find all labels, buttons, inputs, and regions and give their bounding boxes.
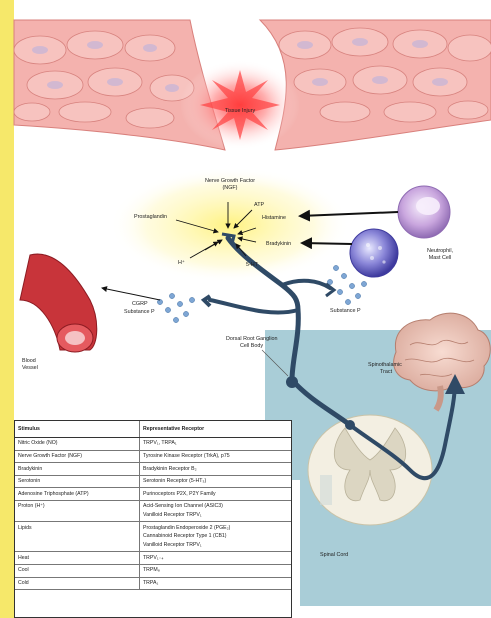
- drg-cell-body: [286, 376, 298, 388]
- ngf-label-1: Nerve Growth Factor: [205, 178, 255, 184]
- dorsal-horn-synapse: [345, 420, 355, 430]
- receptor-cell: TRPA₁: [140, 577, 292, 590]
- stimulus-cell: Nitric Oxide (NO): [15, 438, 140, 451]
- stimulus-receptor-table: Stimulus Representative Receptor Nitric …: [14, 420, 292, 618]
- ngf-label-2: (NGF): [223, 185, 238, 191]
- table-row: BradykininBradykinin Receptor B₂: [15, 463, 291, 476]
- mast-cell: [350, 229, 398, 277]
- stimulus-cell: Serotonin: [15, 475, 140, 488]
- receptor-table: Stimulus Representative Receptor Nitric …: [15, 421, 291, 590]
- blood-vessel: [20, 254, 97, 352]
- spinal-cord-label: Spinal Cord: [320, 552, 348, 558]
- stimulus-cell: Lipids: [15, 522, 140, 552]
- receptor-cell: Serotonin Receptor (5-HT₃): [140, 475, 292, 488]
- vessel-arrow: [102, 288, 160, 300]
- receptor-cell: Tyrosine Kinase Receptor (TrkA), p75: [140, 450, 292, 463]
- bradykinin-arrow: [302, 243, 352, 244]
- table-row: CoolTRPM₈: [15, 565, 291, 578]
- stimulus-cell: Proton (H⁺): [15, 500, 140, 521]
- stimulus-cell: Cold: [15, 577, 140, 590]
- neutrophil-label-1: Neutrophil,: [427, 248, 454, 254]
- table-row: HeatTRPV₁₋₄: [15, 552, 291, 565]
- histamine-label: Histamine: [262, 215, 286, 221]
- table-row: SerotoninSerotonin Receptor (5-HT₃): [15, 475, 291, 488]
- stimulus-cell: Cool: [15, 565, 140, 578]
- cgrp-dots: [157, 293, 194, 322]
- five-ht-label: 5-HT: [246, 262, 259, 268]
- table-row: Adenosine Triphosphate (ATP)Purinoceptor…: [15, 488, 291, 501]
- stimulus-cell: Heat: [15, 552, 140, 565]
- drg-label-1: Dorsal Root Ganglion: [226, 336, 278, 342]
- tissue-injury-label: Tissue Injury: [225, 108, 256, 114]
- table-row: ColdTRPA₁: [15, 577, 291, 590]
- table-row: Nerve Growth Factor (NGF)Tyrosine Kinase…: [15, 450, 291, 463]
- spinothalamic-label-2: Tract: [380, 369, 393, 375]
- stimulus-cell: Bradykinin: [15, 463, 140, 476]
- blood-vessel-label-2: Vessel: [22, 365, 38, 371]
- receptor-cell: TRPV₁₋₄: [140, 552, 292, 565]
- stimulus-cell: Nerve Growth Factor (NGF): [15, 450, 140, 463]
- receptor-cell: Acid-Sensing Ion Channel (ASIC3) Vanillo…: [140, 500, 292, 521]
- receptor-header: Representative Receptor: [140, 421, 292, 438]
- receptor-cell: Purinoceptors P2X, P2Y Family: [140, 488, 292, 501]
- atp-label: ATP: [254, 202, 264, 208]
- receptor-cell: Bradykinin Receptor B₂: [140, 463, 292, 476]
- blood-vessel-label-1: Blood: [22, 358, 36, 364]
- neutrophil-label-2: Mast Cell: [429, 255, 451, 261]
- spinothalamic-label-1: Spinothalamic: [368, 362, 402, 368]
- bradykinin-label: Bradykinin: [266, 241, 291, 247]
- prostaglandin-label: Prostaglandin: [134, 214, 167, 220]
- table-row: Proton (H⁺)Acid-Sensing Ion Channel (ASI…: [15, 500, 291, 521]
- table-header-row: Stimulus Representative Receptor: [15, 421, 291, 438]
- table-row: LipidsProstaglandin Endoperoxide 2 (PGE₂…: [15, 522, 291, 552]
- receptor-cell: TRPM₈: [140, 565, 292, 578]
- substance-p-label-left: Substance P: [124, 309, 155, 315]
- receptor-cell: TRPV₁, TRPA₁: [140, 438, 292, 451]
- mast-terminal: [326, 284, 334, 296]
- table-body: Nitric Oxide (NO)TRPV₁, TRPA₁Nerve Growt…: [15, 438, 291, 590]
- table-row: Nitric Oxide (NO)TRPV₁, TRPA₁: [15, 438, 291, 451]
- stimulus-cell: Adenosine Triphosphate (ATP): [15, 488, 140, 501]
- substance-p-label-right: Substance P: [330, 308, 361, 314]
- drg-label-2: Cell Body: [240, 343, 263, 349]
- stimulus-header: Stimulus: [15, 421, 140, 438]
- h-plus-label: H⁺: [178, 260, 185, 266]
- cgrp-label: CGRP: [132, 301, 148, 307]
- spinal-cord-section: [308, 415, 432, 525]
- receptor-cell: Prostaglandin Endoperoxide 2 (PGE₂) Cann…: [140, 522, 292, 552]
